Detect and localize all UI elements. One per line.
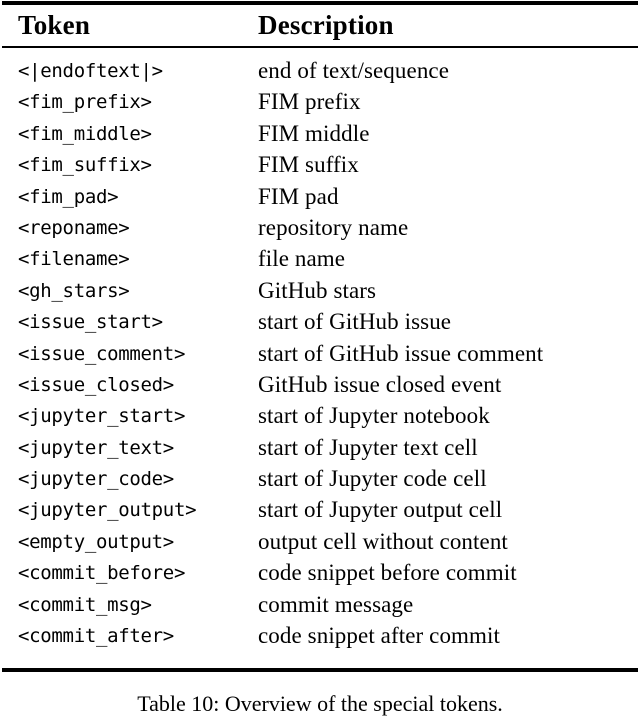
- table-row: <empty_output> output cell without conte…: [0, 527, 640, 558]
- table-row: <jupyter_text> start of Jupyter text cel…: [0, 433, 640, 464]
- table-row: <fim_prefix> FIM prefix: [0, 87, 640, 118]
- cell-description: repository name: [258, 214, 409, 240]
- cell-description: end of text/sequence: [258, 58, 450, 83]
- table-row: <reponame> repository name: [0, 213, 640, 244]
- table-row: <fim_suffix> FIM suffix: [0, 150, 640, 181]
- column-header-token: Token: [18, 10, 91, 40]
- cell-description: start of Jupyter notebook: [258, 403, 490, 429]
- cell-token: <fim_suffix>: [18, 154, 152, 177]
- cell-token: <|endoftext|>: [18, 60, 163, 82]
- cell-token: <fim_prefix>: [18, 91, 152, 114]
- cell-description: code snippet after commit: [258, 623, 501, 649]
- table-bottom-rule: [2, 668, 638, 672]
- table-row: <commit_before> code snippet before comm…: [0, 558, 640, 589]
- table-row: <fim_pad> FIM pad: [0, 182, 640, 213]
- table-row: <|endoftext|> end of text/sequence: [0, 56, 640, 87]
- cell-token: <fim_middle>: [18, 122, 152, 145]
- table-top-rule: [2, 1, 638, 5]
- cell-token: <jupyter_text>: [18, 436, 174, 459]
- cell-token: <jupyter_code>: [18, 468, 174, 491]
- table-row: <commit_after> code snippet after commit: [0, 621, 640, 652]
- cell-description: start of Jupyter code cell: [258, 466, 487, 492]
- table-row: <issue_start> start of GitHub issue: [0, 307, 640, 338]
- table-row: <fim_middle> FIM middle: [0, 119, 640, 150]
- cell-description: FIM prefix: [258, 89, 361, 115]
- table-row: <issue_comment> start of GitHub issue co…: [0, 339, 640, 370]
- cell-description: FIM suffix: [258, 152, 359, 178]
- table-caption: Table 10: Overview of the special tokens…: [137, 691, 503, 716]
- table-row: <issue_closed> GitHub issue closed event: [0, 370, 640, 401]
- column-header-description: Description: [258, 10, 394, 40]
- cell-description: code snippet before commit: [258, 560, 517, 586]
- cell-token: <reponame>: [18, 216, 130, 239]
- cell-token: <gh_stars>: [18, 279, 130, 302]
- cell-description: commit message: [258, 591, 414, 617]
- cell-token: <fim_pad>: [18, 185, 119, 208]
- table-header-row: Token Description: [0, 8, 640, 44]
- table-row: <gh_stars> GitHub stars: [0, 276, 640, 307]
- cell-description: output cell without content: [258, 528, 508, 554]
- cell-token: <issue_comment>: [18, 342, 186, 365]
- table-row: <filename> file name: [0, 244, 640, 275]
- cell-token: <commit_after>: [18, 625, 174, 648]
- cell-description: start of Jupyter output cell: [258, 497, 503, 523]
- table-row: <jupyter_start> start of Jupyter noteboo…: [0, 401, 640, 432]
- table-body: <|endoftext|> end of text/sequence <fim_…: [0, 56, 640, 652]
- table-row: <jupyter_output> start of Jupyter output…: [0, 495, 640, 526]
- cell-description: file name: [258, 246, 346, 272]
- cell-token: <commit_before>: [18, 562, 186, 585]
- cell-description: start of GitHub issue: [258, 309, 452, 335]
- cell-description: FIM pad: [258, 183, 339, 209]
- table-row: <commit_msg> commit message: [0, 590, 640, 621]
- cell-description: GitHub stars: [258, 277, 377, 303]
- cell-token: <filename>: [18, 248, 130, 271]
- cell-description: start of Jupyter text cell: [258, 434, 478, 460]
- cell-description: start of GitHub issue comment: [258, 340, 544, 366]
- cell-description: FIM middle: [258, 120, 370, 146]
- cell-token: <issue_closed>: [18, 373, 174, 396]
- table-row: <jupyter_code> start of Jupyter code cel…: [0, 464, 640, 495]
- cell-token: <jupyter_start>: [18, 405, 186, 428]
- cell-token: <empty_output>: [18, 530, 174, 553]
- cell-token: <commit_msg>: [18, 593, 152, 616]
- table-mid-rule: [2, 46, 638, 48]
- cell-token: <jupyter_output>: [18, 499, 197, 522]
- cell-token: <issue_start>: [18, 311, 163, 334]
- cell-description: GitHub issue closed event: [258, 371, 502, 397]
